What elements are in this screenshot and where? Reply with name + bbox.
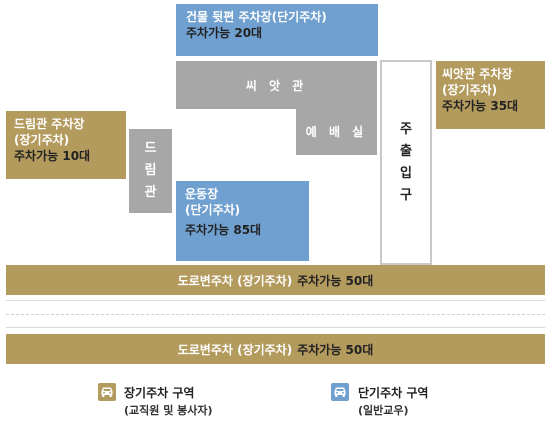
lot-seed-hall-capacity: 주차가능 35대 — [442, 99, 519, 113]
lot-playground-title: 운동장 — [185, 187, 219, 201]
legend-long-term-sub: (교직원 및 봉사자) — [124, 404, 213, 417]
road-edge-line — [6, 327, 545, 328]
building-dream-hall: 드 림 관 — [129, 129, 172, 213]
lot-seed-hall-title: 씨앗관 주차장 — [442, 67, 513, 81]
gate-char-1: 주 — [400, 121, 412, 137]
building-chapel-label: 예 배 실 — [305, 125, 368, 139]
lot-building-back-title: 건물 뒷편 주차장(단기주차) — [186, 10, 327, 24]
lot-seed-hall: 씨앗관 주차장 (장기주차) 주차가능 35대 — [436, 61, 545, 129]
road-bottom-label: 도로변주차 (장기주차) — [177, 342, 293, 357]
car-icon — [331, 383, 349, 401]
building-chapel: 예 배 실 — [296, 108, 377, 155]
lot-dream-hall: 드림관 주차장 (장기주차) 주차가능 10대 — [6, 111, 126, 179]
lot-dream-hall-type: (장기주차) — [14, 133, 70, 147]
road-center-line — [6, 314, 545, 315]
legend-short-term-sub: (일반교우) — [358, 404, 409, 417]
main-gate: 주 출 입 구 — [380, 60, 432, 265]
lot-playground-capacity: 주차가능 85대 — [185, 223, 262, 237]
road-parking-bottom: 도로변주차 (장기주차) 주차가능 50대 — [6, 334, 545, 364]
lot-building-back: 건물 뒷편 주차장(단기주차) 주차가능 20대 — [176, 4, 378, 56]
road-parking-top: 도로변주차 (장기주차) 주차가능 50대 — [6, 265, 545, 295]
lot-playground: 운동장 (단기주차) 주차가능 85대 — [176, 181, 309, 261]
road-bottom-capacity: 주차가능 50대 — [297, 342, 374, 357]
road-top-capacity: 주차가능 50대 — [297, 273, 374, 288]
legend-long-term-title: 장기주차 구역 — [124, 386, 195, 400]
building-seed-hall: 씨 앗 관 — [176, 61, 377, 109]
gate-char-3: 입 — [400, 165, 412, 181]
lot-playground-type: (단기주차) — [185, 203, 241, 217]
road-top-label: 도로변주차 (장기주차) — [177, 273, 293, 288]
building-seed-hall-label: 씨 앗 관 — [245, 78, 308, 93]
lot-dream-hall-capacity: 주차가능 10대 — [14, 149, 91, 163]
lot-building-back-capacity: 주차가능 20대 — [186, 26, 263, 40]
dream-hall-char-1: 드 — [144, 141, 157, 156]
dream-hall-char-3: 관 — [144, 185, 157, 200]
road-edge-line — [6, 300, 545, 301]
car-icon — [98, 383, 116, 401]
lot-seed-hall-type: (장기주차) — [442, 83, 498, 97]
lot-dream-hall-title: 드림관 주차장 — [14, 117, 85, 131]
dream-hall-char-2: 림 — [144, 163, 157, 178]
gate-char-2: 출 — [400, 143, 412, 159]
gate-char-4: 구 — [400, 187, 412, 203]
legend-short-term-title: 단기주차 구역 — [358, 386, 429, 400]
